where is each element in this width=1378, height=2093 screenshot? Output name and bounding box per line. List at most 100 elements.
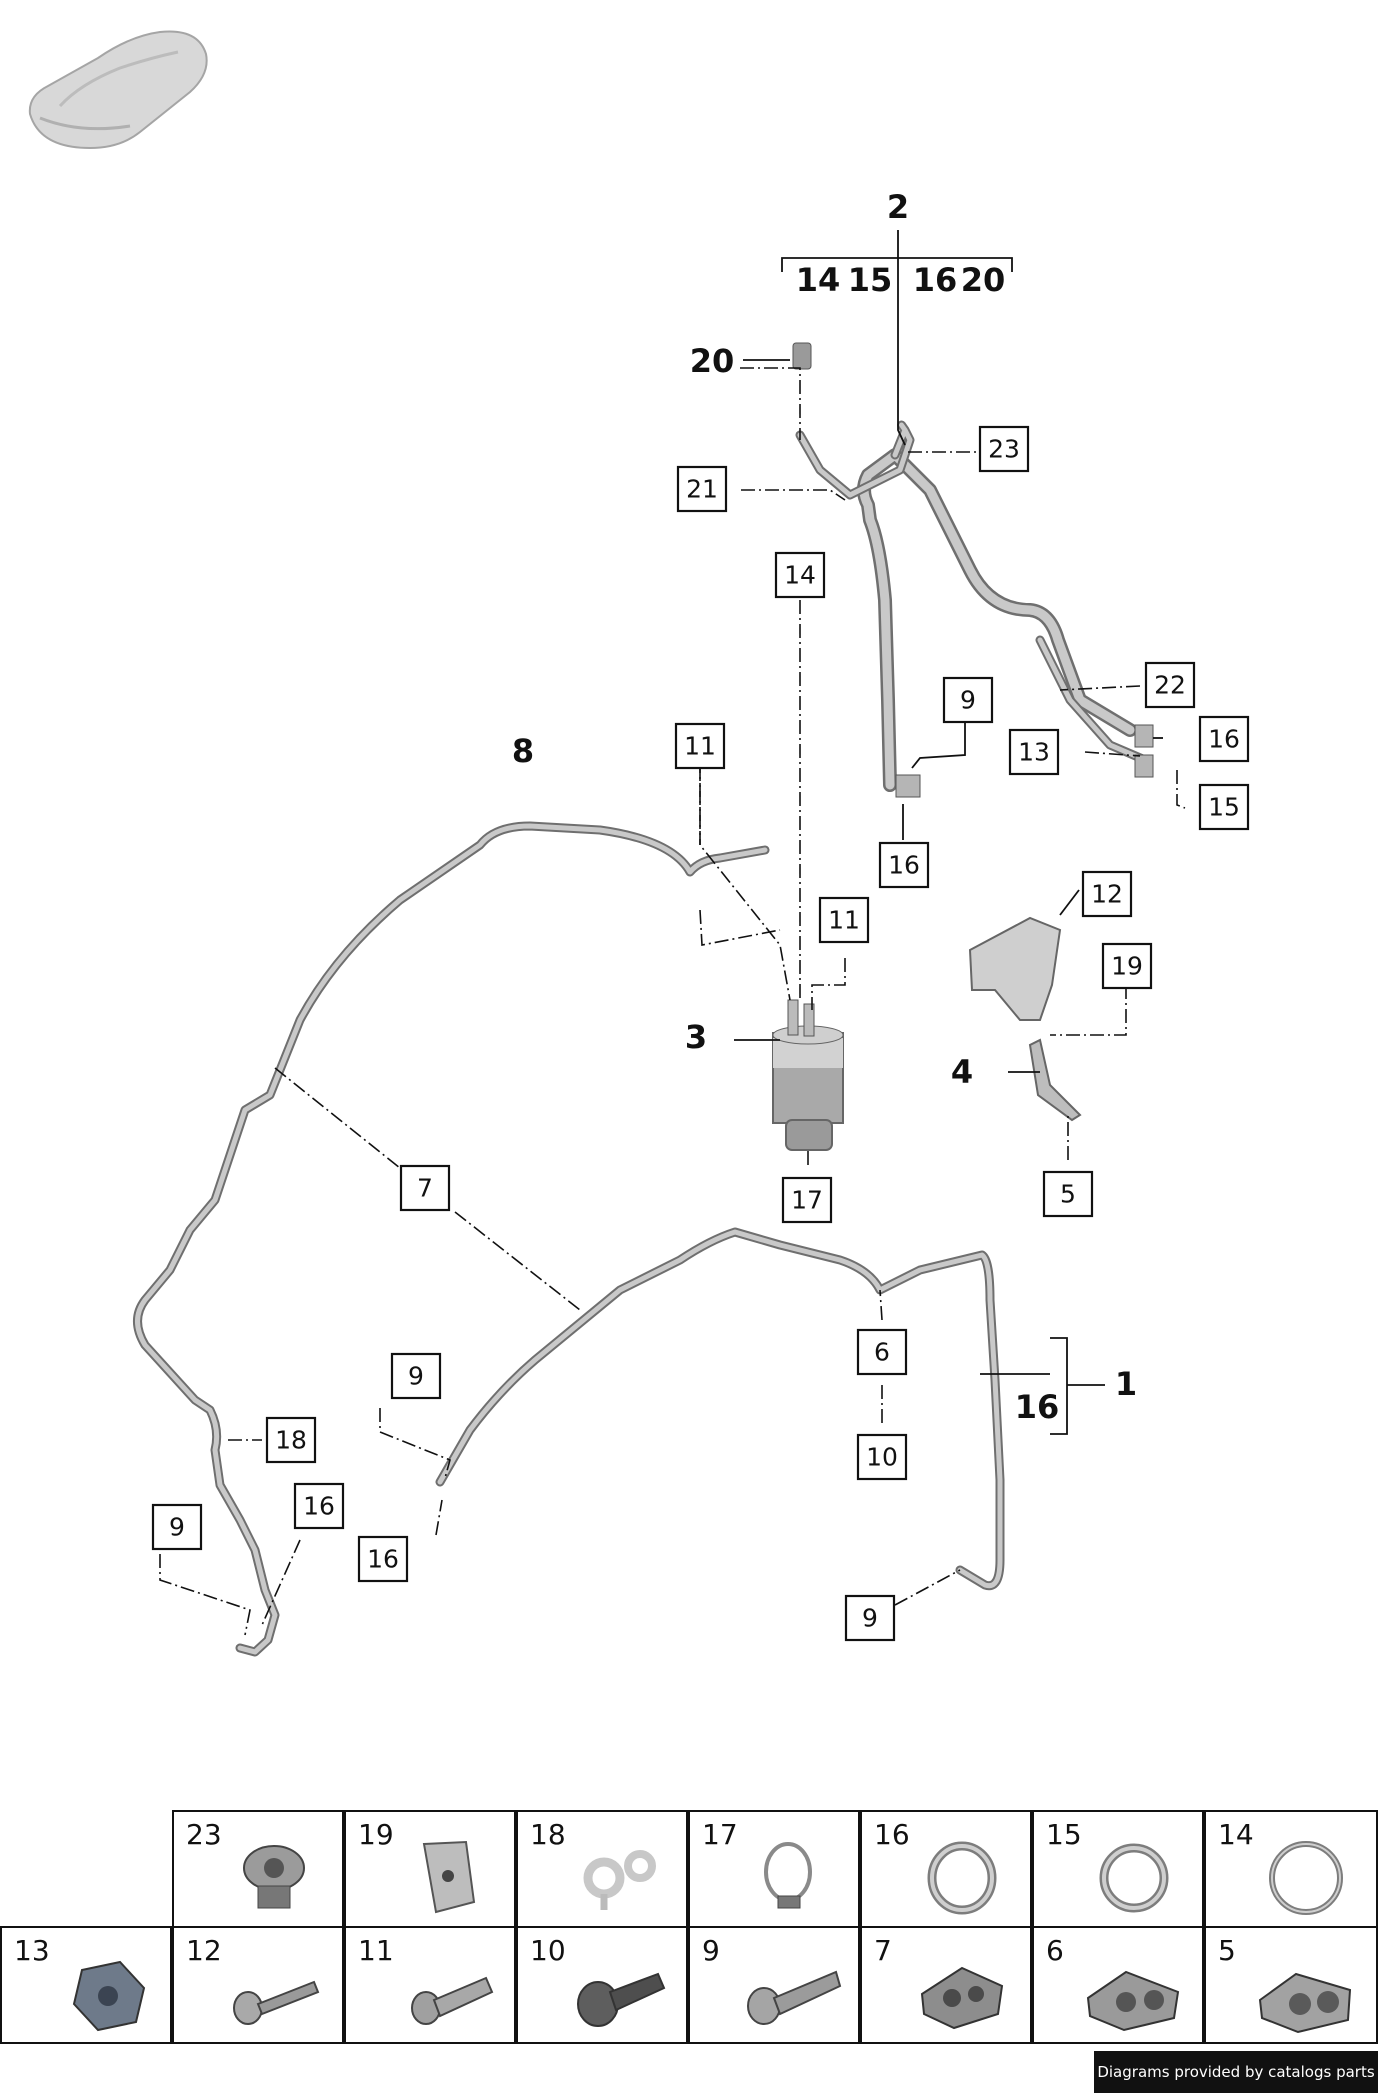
callout-16-mid[interactable]: 16: [878, 841, 930, 889]
callout-21[interactable]: 21: [676, 465, 728, 513]
callout-11-left[interactable]: 11: [674, 722, 726, 770]
bolt-icon: [411, 1976, 494, 2025]
bracket-12[interactable]: [968, 916, 1082, 1122]
hose-clamp-icon: [764, 1842, 812, 1909]
svg-text:5: 5: [1060, 1180, 1076, 1209]
line-8-pipe[interactable]: [133, 821, 770, 1657]
callout-9-bottom-right[interactable]: 9: [844, 1594, 896, 1642]
svg-text:14: 14: [784, 561, 816, 590]
legend-number: 17: [702, 1818, 738, 1851]
svg-text:16: 16: [1208, 725, 1240, 754]
label-1: 1: [1115, 1365, 1137, 1403]
svg-text:11: 11: [684, 732, 716, 761]
ac-lines-diagram: 23 21 14 22 9 16 13 15 16 11 11 12 19 17…: [133, 188, 1250, 1657]
svg-text:9: 9: [408, 1362, 424, 1391]
legend-number: 16: [874, 1818, 910, 1851]
svg-text:16: 16: [303, 1492, 335, 1521]
line-2-pipes[interactable]: [795, 420, 1150, 792]
collar-bolt-icon: [577, 1972, 666, 2027]
legend-cell-18[interactable]: 18: [516, 1810, 688, 1928]
svg-text:15: 15: [1208, 793, 1240, 822]
callout-18[interactable]: 18: [265, 1416, 317, 1464]
legend-cell-9[interactable]: 9: [688, 1926, 860, 2044]
double-clip-icon: [1258, 1972, 1352, 2034]
svg-text:23: 23: [988, 435, 1020, 464]
pressure-sensor-20[interactable]: [792, 342, 812, 370]
callout-5[interactable]: 5: [1042, 1170, 1094, 1218]
legend-number: 9: [702, 1934, 720, 1967]
callout-15[interactable]: 15: [1198, 783, 1250, 831]
legend-number: 19: [358, 1818, 394, 1851]
callout-9-bottom-left[interactable]: 9: [151, 1503, 203, 1551]
svg-text:19: 19: [1111, 952, 1143, 981]
credit-banner: Diagrams provided by catalogs parts: [1094, 2051, 1378, 2093]
legend-number: 15: [1046, 1818, 1082, 1851]
legend-cell-13[interactable]: 13: [0, 1926, 172, 2044]
parts-legend: 23 19 18 17 16 15 14 13 12 11 10: [0, 1810, 1378, 2050]
torx-bolt-icon: [747, 1970, 842, 2025]
svg-text:16: 16: [888, 851, 920, 880]
callout-12[interactable]: 12: [1081, 870, 1133, 918]
legend-number: 18: [530, 1818, 566, 1851]
svg-text:9: 9: [960, 686, 976, 715]
svg-text:9: 9: [169, 1513, 185, 1542]
callout-16-lower[interactable]: 16: [357, 1535, 409, 1583]
line-1-pipe[interactable]: [435, 1227, 1005, 1591]
svg-text:17: 17: [791, 1186, 823, 1215]
callout-9-top[interactable]: 9: [942, 676, 994, 724]
legend-cell-19[interactable]: 19: [344, 1810, 516, 1928]
legend-number: 11: [358, 1934, 394, 1967]
label-20-top: 20: [961, 261, 1006, 299]
label-20: 20: [690, 342, 735, 380]
label-14: 14: [796, 261, 841, 299]
legend-cell-5[interactable]: 5: [1204, 1926, 1378, 2044]
legend-cell-10[interactable]: 10: [516, 1926, 688, 2044]
legend-cell-12[interactable]: 12: [172, 1926, 344, 2044]
pipe-clip-icon: [583, 1850, 656, 1910]
legend-number: 14: [1218, 1818, 1254, 1851]
legend-cell-11[interactable]: 11: [344, 1926, 516, 2044]
callout-23[interactable]: 23: [978, 425, 1030, 473]
callout-19[interactable]: 19: [1101, 942, 1153, 990]
callout-6[interactable]: 6: [856, 1328, 908, 1376]
double-clip-icon: [1086, 1970, 1180, 2032]
callout-9-left[interactable]: 9: [390, 1352, 442, 1400]
svg-text:7: 7: [417, 1174, 433, 1203]
callout-17[interactable]: 17: [781, 1176, 833, 1224]
legend-cell-14[interactable]: 14: [1204, 1810, 1378, 1928]
o-ring-icon: [1099, 1843, 1169, 1913]
callout-16-bottom-left[interactable]: 16: [293, 1482, 345, 1530]
legend-cell-23[interactable]: 23: [172, 1810, 344, 1928]
svg-text:6: 6: [874, 1338, 890, 1367]
svg-text:9: 9: [862, 1604, 878, 1633]
legend-cell-6[interactable]: 6: [1032, 1926, 1204, 2044]
o-ring-icon: [1269, 1841, 1343, 1915]
svg-text:10: 10: [866, 1443, 898, 1472]
svg-text:12: 12: [1091, 880, 1123, 909]
legend-cell-7[interactable]: 7: [860, 1926, 1032, 2044]
label-3: 3: [685, 1018, 707, 1056]
bracket-plate-icon: [422, 1840, 476, 1914]
legend-cell-16[interactable]: 16: [860, 1810, 1032, 1928]
label-16-top: 16: [913, 261, 958, 299]
svg-text:11: 11: [828, 906, 860, 935]
o-ring-icon: [927, 1841, 997, 1915]
label-8: 8: [512, 732, 534, 770]
callout-10[interactable]: 10: [856, 1433, 908, 1481]
callout-13[interactable]: 13: [1008, 728, 1060, 776]
legend-cell-17[interactable]: 17: [688, 1810, 860, 1928]
callout-14[interactable]: 14: [774, 551, 826, 599]
callout-22[interactable]: 22: [1144, 661, 1196, 709]
receiver-dryer-3[interactable]: [772, 999, 844, 1151]
legend-number: 13: [14, 1934, 50, 1967]
svg-text:13: 13: [1018, 738, 1050, 767]
legend-number: 12: [186, 1934, 222, 1967]
svg-text:18: 18: [275, 1426, 307, 1455]
callout-7[interactable]: 7: [399, 1164, 451, 1212]
label-2: 2: [887, 188, 909, 226]
callout-11-right[interactable]: 11: [818, 896, 870, 944]
car-thumbnail-icon: [28, 30, 208, 150]
legend-cell-15[interactable]: 15: [1032, 1810, 1204, 1928]
callout-16-right[interactable]: 16: [1198, 715, 1250, 763]
leader-lines: [159, 230, 1186, 1636]
